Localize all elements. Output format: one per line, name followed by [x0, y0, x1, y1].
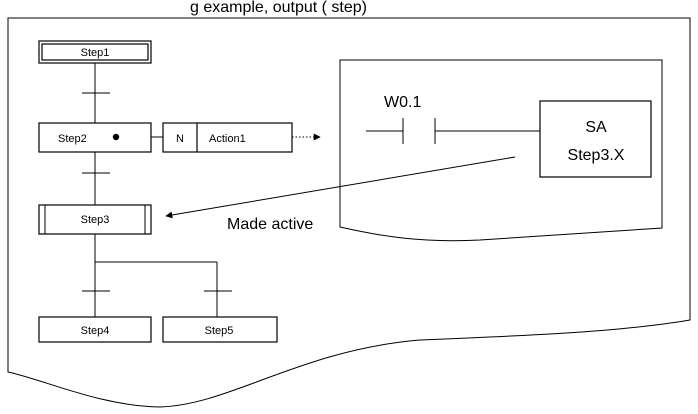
- step2-label: Step2: [58, 133, 87, 145]
- action-qualifier: N: [176, 133, 184, 145]
- step4-label: Step4: [81, 325, 110, 337]
- activation-arrow: [165, 156, 516, 219]
- active-token: [112, 133, 120, 141]
- action-block[interactable]: N Action1: [162, 122, 293, 153]
- coil-line2: Step3.X: [568, 147, 625, 164]
- outer-frame: [7, 17, 691, 408]
- step3-label: Step3: [81, 214, 110, 226]
- action-name: Action1: [209, 133, 246, 145]
- header-fragment: g example, output ( step): [190, 0, 367, 16]
- step1-label: Step1: [81, 47, 110, 59]
- step5-box[interactable]: Step5: [162, 316, 278, 343]
- made-active-note: Made active: [227, 216, 313, 233]
- step3-box[interactable]: Step3: [38, 204, 152, 235]
- coil-line1: SA: [585, 119, 607, 136]
- step5-label: Step5: [205, 325, 234, 337]
- contact-w01[interactable]: [366, 118, 540, 144]
- coil-box[interactable]: SA Step3.X: [539, 100, 652, 178]
- step4-box[interactable]: Step4: [38, 316, 152, 343]
- contact-label: W0.1: [384, 94, 421, 111]
- step2-box[interactable]: Step2: [38, 122, 152, 153]
- ladder-panel: [339, 59, 663, 242]
- step1-box[interactable]: Step1: [38, 40, 152, 64]
